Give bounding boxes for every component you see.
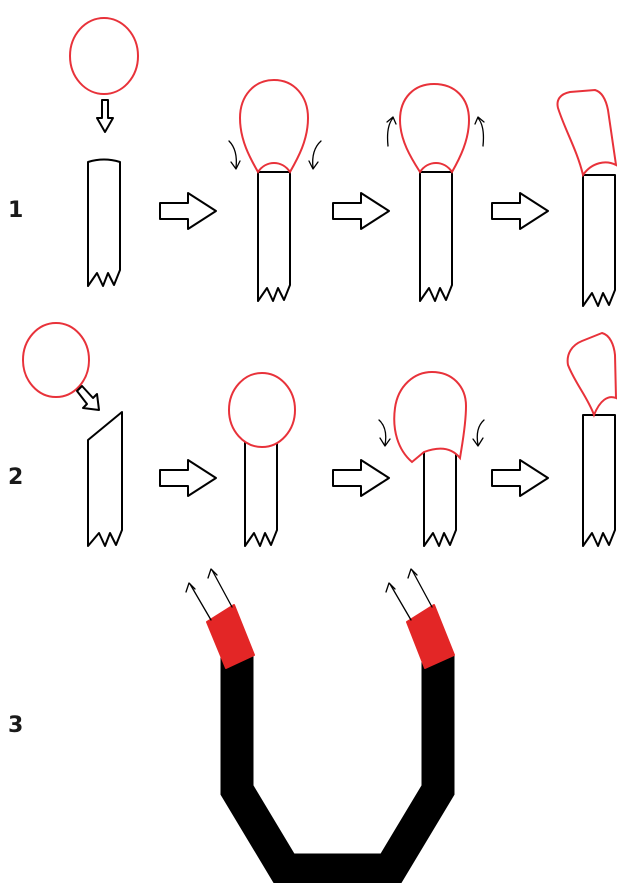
pipe [244,434,278,547]
pipe [87,158,121,287]
wire-arrow-icon [211,569,233,608]
row-3 [185,568,455,883]
curved-arrow-icon [230,160,241,170]
wire-arrow-icon [207,568,218,579]
row2-frame1 [22,322,123,547]
wire-arrow-icon [411,569,433,608]
curved-arrow-icon [472,437,484,447]
slanted-pipe [87,411,123,547]
pipe [419,171,453,302]
balloon [238,78,310,174]
right-arrow-icon [491,192,549,230]
curved-arrow-icon [386,116,397,125]
step-label-3: 3 [8,713,24,738]
curved-arrow-icon [312,140,322,169]
curved-arrow-icon [477,117,485,147]
curved-arrow-icon [228,140,237,169]
balloon [398,82,471,174]
balloon [22,322,90,398]
balloon [69,17,139,95]
right-arrow-icon [332,192,390,230]
curved-arrow-icon [308,160,319,170]
row-1 [69,17,617,307]
curved-arrow-icon [476,419,485,446]
row2-frame4 [566,331,617,547]
left-sleeve [206,604,255,669]
row1-frame4 [556,88,617,307]
sleeve [566,331,617,418]
row1-frame1 [69,17,139,287]
row-2 [22,322,617,547]
step-label-1: 1 [8,198,24,223]
curved-arrow-icon [378,419,387,446]
wire-arrow-icon [185,582,196,593]
cable [220,655,455,883]
diagonal-arrow-icon [76,385,100,411]
wire-arrow-icon [407,568,418,579]
pipe [423,447,457,547]
row1-frame3 [386,82,485,302]
wire-arrow-icon [389,583,412,621]
pipe [582,414,616,547]
right-sleeve [406,604,455,669]
step-label-2: 2 [8,465,24,490]
row2-frame2 [228,372,296,547]
wire-arrow-icon [189,583,212,621]
curved-arrow-icon [379,437,391,447]
right-arrow-icon [491,459,549,497]
row1-frame2 [228,78,322,302]
right-arrow-icon [159,459,217,497]
balloon [393,370,468,464]
right-arrow-icon [159,192,217,230]
right-arrow-icon [332,459,390,497]
curved-arrow-icon [386,117,394,147]
wire-arrow-icon [385,582,396,593]
pipe [257,171,291,302]
balloon [228,372,296,448]
pipe [582,174,616,307]
row2-frame3 [378,370,485,547]
curved-arrow-icon [474,116,485,125]
left-wire-arrows [185,568,233,621]
right-wire-arrows [385,568,433,621]
sleeve [556,88,617,178]
down-arrow-icon [96,99,114,133]
